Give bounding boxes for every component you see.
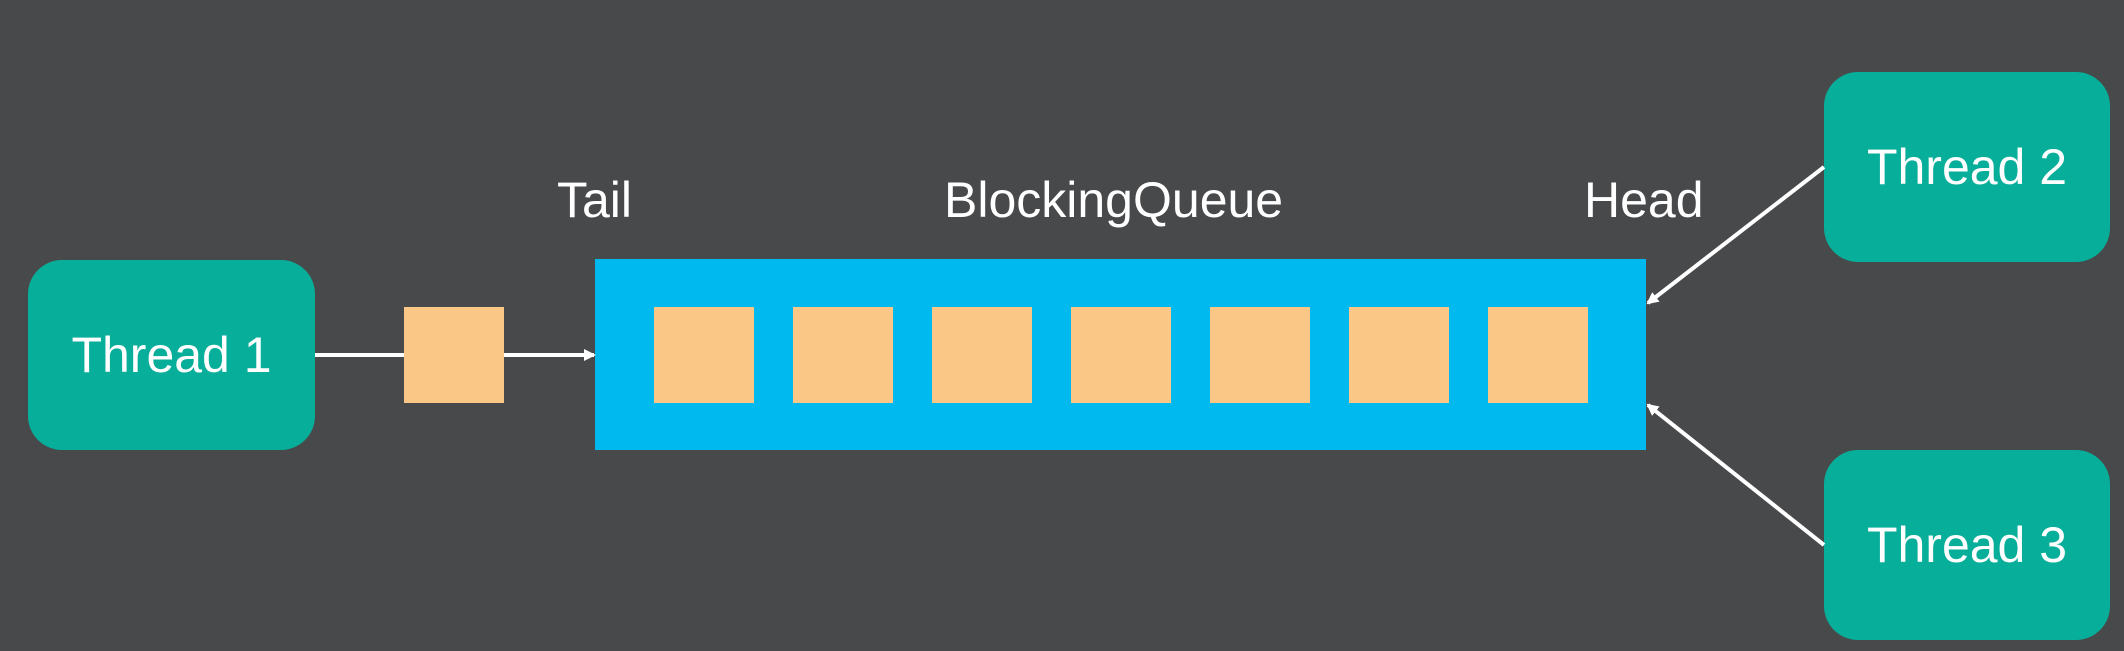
incoming-item (404, 307, 504, 403)
blocking-queue (595, 259, 1646, 450)
thread-3-dequeue-arrow (1646, 403, 1826, 547)
queue-slot (1349, 307, 1449, 403)
queue-slot (654, 307, 754, 403)
queue-slot (1210, 307, 1310, 403)
queue-slot (1488, 307, 1588, 403)
queue-slot (1071, 307, 1171, 403)
thread-2-dequeue-arrow (1646, 165, 1826, 305)
queue-slot (793, 307, 893, 403)
head-label: Head (1584, 172, 1704, 228)
thread-1-label: Thread 1 (71, 327, 272, 383)
thread-3-box: Thread 3 (1824, 450, 2110, 640)
blocking-queue-title: BlockingQueue (944, 172, 1284, 228)
thread-1-box: Thread 1 (28, 260, 315, 450)
thread-2-label: Thread 2 (1866, 139, 2068, 195)
queue-slot (932, 307, 1032, 403)
thread-2-box: Thread 2 (1824, 72, 2110, 262)
thread-3-label: Thread 3 (1866, 517, 2068, 573)
tail-label: Tail (557, 172, 633, 228)
